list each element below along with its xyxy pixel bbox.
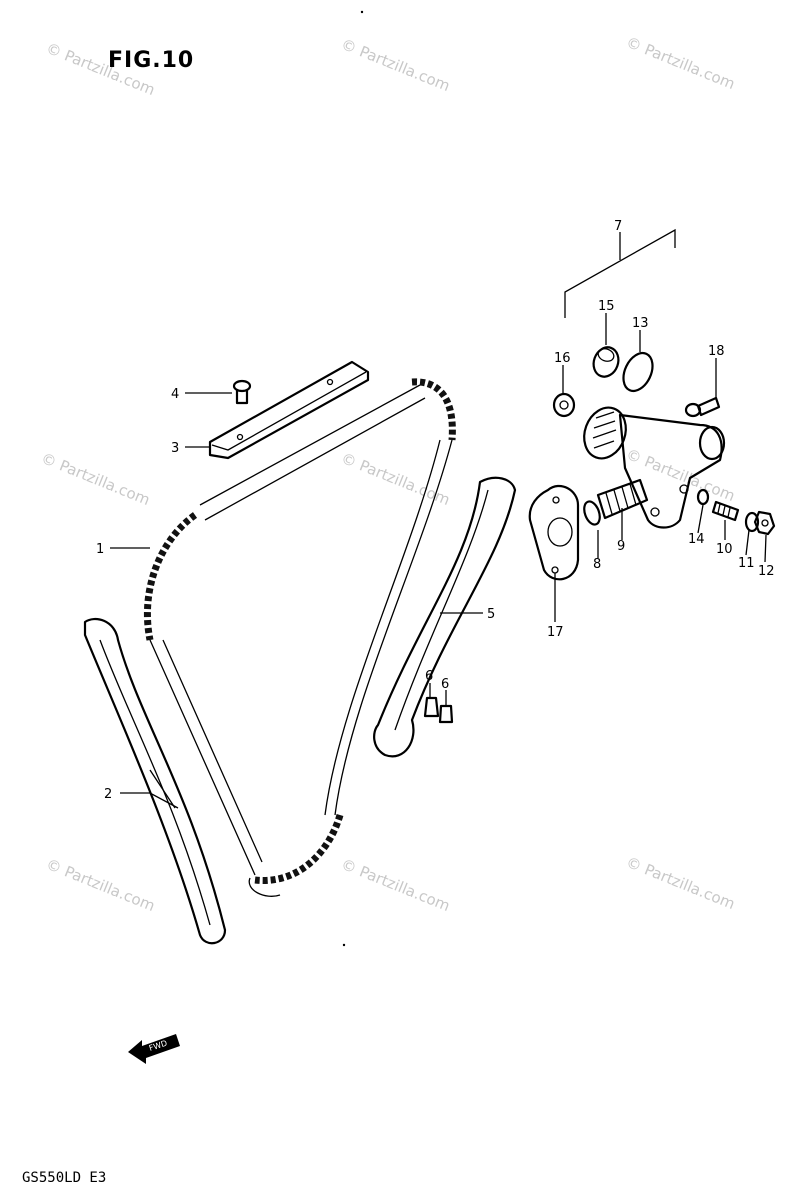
watermark-text: © Partzilla.com: [624, 853, 738, 913]
callout-7: 7: [614, 219, 622, 234]
tensioner-assembly-bracket: [564, 228, 676, 318]
callout-2: 2: [104, 787, 112, 802]
callout-10: 10: [716, 542, 733, 557]
callout-16: 16: [554, 351, 571, 366]
tensioner-cap: [592, 346, 620, 378]
watermark-layer: © Partzilla.com © Partzilla.com © Partzi…: [39, 33, 738, 915]
callout-6a: 6: [425, 669, 433, 684]
speck: [360, 10, 364, 14]
lock-nut: [753, 510, 776, 536]
guide-bolt: [232, 379, 252, 405]
callout-numbers: 1 2 3 4 5 6 6 7 8 9 10 11 12 13 14 15 16…: [96, 219, 775, 802]
tensioner-body: [583, 406, 726, 529]
callout-14: 14: [688, 532, 705, 547]
o-ring: [622, 351, 654, 393]
adjust-screw: [711, 500, 740, 522]
tensioner-spring: [596, 478, 649, 520]
callout-1: 1: [96, 542, 104, 557]
speck: [342, 943, 346, 947]
model-code: GS550LD E3: [22, 1170, 107, 1186]
chain-guide-rear: [83, 617, 227, 945]
watermark-text: © Partzilla.com: [339, 35, 453, 95]
lock-washer: [744, 511, 760, 533]
callout-15: 15: [598, 299, 615, 314]
chain-guide-top: [208, 360, 370, 460]
watermark-text: © Partzilla.com: [39, 449, 153, 509]
callout-11: 11: [738, 556, 755, 571]
callout-18: 18: [708, 344, 725, 359]
small-o-ring: [696, 488, 710, 506]
gasket: [528, 484, 580, 581]
callout-4: 4: [171, 387, 179, 402]
tensioner-bolt: [684, 396, 721, 418]
watermark-text: © Partzilla.com: [339, 855, 453, 915]
callout-12: 12: [758, 564, 775, 579]
watermark-text: © Partzilla.com: [624, 33, 738, 93]
chain-guide-front: [373, 476, 517, 758]
callout-3: 3: [171, 441, 179, 456]
callout-13: 13: [632, 316, 649, 331]
watermark-text: © Partzilla.com: [44, 855, 158, 915]
callout-6b: 6: [441, 677, 449, 692]
callout-17: 17: [547, 625, 564, 640]
cam-chain: [143, 378, 456, 897]
leader-lines: [110, 313, 767, 809]
damper-pair: [423, 696, 454, 724]
callout-5: 5: [487, 607, 495, 622]
front-arrow-icon: FWD: [128, 1034, 180, 1064]
push-rod: [583, 500, 601, 526]
washer: [552, 392, 576, 418]
callout-8: 8: [593, 557, 601, 572]
figure-title: FIG.10: [108, 48, 195, 73]
callout-9: 9: [617, 539, 625, 554]
